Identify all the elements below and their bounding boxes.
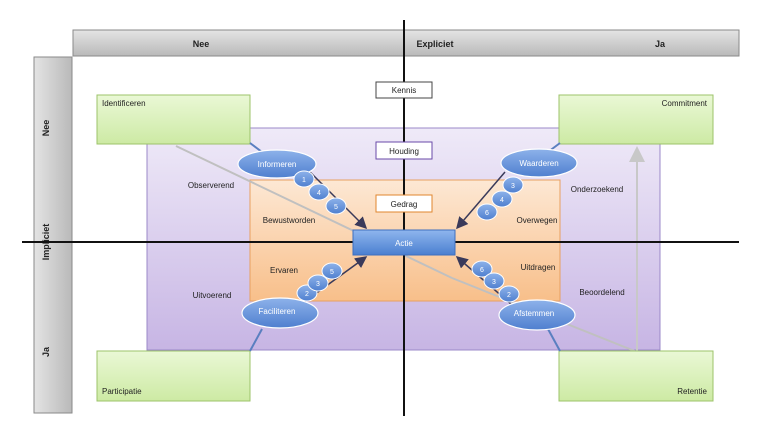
- diagonal-connector-line: [175, 145, 453, 279]
- region-label-beoordelend: Beoordelend: [579, 288, 624, 297]
- oval-label-informeren: Informeren: [258, 160, 297, 169]
- step-label-br-2: 3: [492, 279, 496, 286]
- corner-label-participatie: Participatie: [102, 387, 142, 396]
- region-label-overwegen: Overwegen: [517, 216, 558, 225]
- step-circle-bl-2: [307, 274, 329, 292]
- header-bar: [72, 29, 740, 57]
- step-circle-tl-2: [308, 183, 330, 201]
- actie-box: [352, 229, 456, 256]
- region-label-onderzoekend: Onderzoekend: [571, 185, 623, 194]
- region-label-uitvoerend: Uitvoerend: [193, 291, 232, 300]
- step-circle-tl-3: [325, 197, 347, 215]
- oval-informeren: [237, 149, 317, 179]
- step-label-tl-2: 4: [317, 190, 321, 197]
- corner-box-identificeren: [96, 94, 251, 145]
- step-circle-tr-1: [502, 176, 524, 194]
- step-label-br-1: 6: [480, 267, 484, 274]
- connector-identificeren: [249, 142, 263, 153]
- side-label-nee: Nee: [41, 120, 51, 137]
- level-label-houding: Houding: [389, 147, 419, 156]
- step-circle-tl-1: [293, 170, 315, 188]
- arrow-waarderen-to-actie: [456, 171, 506, 230]
- step-circle-br-2: [483, 272, 505, 290]
- oval-afstemmen: [498, 299, 576, 331]
- oval-label-waarderen: Waarderen: [519, 159, 558, 168]
- oval-label-faciliteren: Faciliteren: [259, 307, 296, 316]
- level-label-gedrag: Gedrag: [391, 200, 418, 209]
- header-label-ja: Ja: [655, 39, 666, 49]
- region-label-uitdragen: Uitdragen: [521, 263, 556, 272]
- header-label-nee: Nee: [193, 39, 210, 49]
- corner-label-commitment: Commitment: [662, 99, 708, 108]
- connector-retentie: [547, 328, 561, 352]
- level-box-gedrag: [375, 194, 433, 213]
- step-label-bl-1: 2: [305, 291, 309, 298]
- side-bar: [33, 56, 73, 414]
- level-label-kennis: Kennis: [392, 86, 416, 95]
- step-label-tr-1: 3: [511, 183, 515, 190]
- step-label-bl-2: 3: [316, 281, 320, 288]
- step-label-bl-3: 5: [330, 269, 334, 276]
- step-circle-bl-3: [321, 262, 343, 280]
- step-circle-tr-3: [476, 203, 498, 221]
- oval-faciliteren: [241, 297, 319, 329]
- region-label-observerend: Observerend: [188, 181, 234, 190]
- header-label-expliciet: Expliciet: [416, 39, 453, 49]
- step-label-tl-1: 1: [302, 177, 306, 184]
- corner-label-retentie: Retentie: [677, 387, 707, 396]
- corner-box-participatie: [96, 350, 251, 402]
- corner-label-identificeren: Identificeren: [102, 99, 146, 108]
- step-circle-br-1: [471, 260, 493, 278]
- step-circle-tr-2: [491, 190, 513, 208]
- level-box-houding: [375, 141, 433, 160]
- connector-participatie: [249, 328, 263, 352]
- step-label-tr-3: 6: [485, 210, 489, 217]
- side-label-ja: Ja: [41, 346, 51, 357]
- corner-box-commitment: [558, 94, 714, 145]
- actie-label: Actie: [395, 239, 413, 248]
- region-label-bewustworden: Bewustworden: [263, 216, 315, 225]
- oval-waarderen: [500, 148, 578, 178]
- step-circle-br-3: [498, 285, 520, 303]
- step-label-tl-3: 5: [334, 204, 338, 211]
- oval-label-afstemmen: Afstemmen: [514, 309, 554, 318]
- region-label-ervaren: Ervaren: [270, 266, 298, 275]
- level-box-kennis: [375, 81, 433, 99]
- corner-box-retentie: [558, 350, 714, 402]
- step-label-br-3: 2: [507, 292, 511, 299]
- step-label-tr-2: 4: [500, 197, 504, 204]
